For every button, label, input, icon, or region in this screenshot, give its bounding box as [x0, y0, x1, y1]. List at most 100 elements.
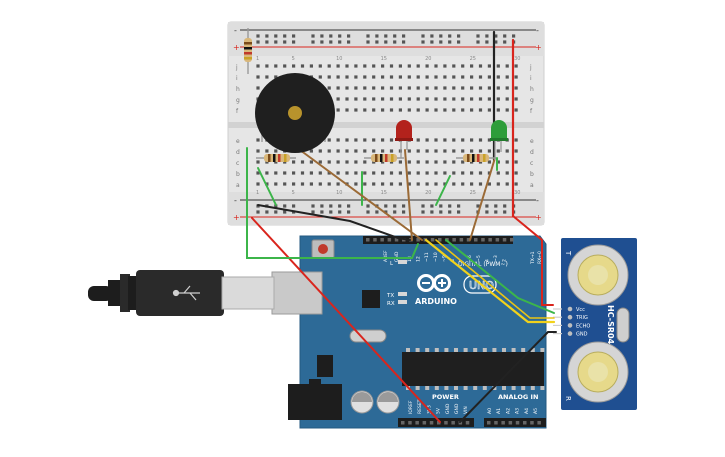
rail-hole: [503, 40, 507, 44]
digital-pin-label: 4: [484, 259, 490, 262]
column-number: 5: [292, 190, 295, 196]
rail-hole: [421, 204, 425, 208]
breadboard-hole: [496, 75, 500, 79]
chip-pin: [444, 386, 449, 390]
breadboard-hole: [345, 138, 349, 142]
reset-button-cap[interactable]: [318, 244, 328, 254]
breadboard-hole: [318, 75, 322, 79]
rail-hole: [485, 34, 489, 38]
rail-hole: [494, 210, 498, 214]
breadboard-hole: [496, 86, 500, 90]
digital-pin-label: 12: [416, 256, 422, 262]
header-pin: [387, 238, 392, 242]
rail-hole: [448, 210, 452, 214]
tx-led: [398, 292, 407, 296]
breadboard-hole: [443, 75, 447, 79]
breadboard-hole: [354, 182, 358, 186]
rail-hole: [338, 204, 342, 208]
breadboard-hole: [452, 86, 456, 90]
breadboard-hole: [318, 149, 322, 153]
rail-hole: [476, 204, 480, 208]
breadboard-hole: [381, 86, 385, 90]
breadboard-hole: [505, 182, 509, 186]
breadboard-hole: [514, 149, 518, 153]
rail-hole: [329, 204, 333, 208]
breadboard-hole: [452, 75, 456, 79]
breadboard-hole: [407, 108, 411, 112]
breadboard-hole: [318, 182, 322, 186]
breadboard-hole: [309, 64, 313, 68]
rail-hole: [494, 40, 498, 44]
sensor-pin: [567, 306, 573, 312]
breadboard-hole: [416, 75, 420, 79]
breadboard-hole: [407, 160, 411, 164]
digital-pin-label: ~9: [441, 255, 447, 262]
breadboard-hole: [398, 86, 402, 90]
rail-hole: [375, 34, 379, 38]
atmega-chip: [402, 352, 544, 386]
rail-hole: [384, 210, 388, 214]
breadboard-hole: [434, 108, 438, 112]
breadboard-hole: [496, 160, 500, 164]
resistor: [364, 154, 404, 162]
breadboard-hole: [256, 64, 260, 68]
rail-hole: [512, 34, 516, 38]
rail-hole: [457, 34, 461, 38]
l-label: L: [390, 261, 394, 267]
breadboard-hole: [389, 97, 394, 101]
breadboard-hole: [470, 64, 474, 68]
breadboard-hole: [256, 182, 260, 186]
breadboard-hole: [487, 160, 491, 164]
crystal: [349, 329, 387, 343]
header-pin: [481, 238, 485, 242]
header-pin: [422, 421, 427, 425]
power-jack: [288, 384, 342, 420]
rx-pin-label: RX←0: [537, 251, 543, 264]
rail-minus-bottom-left: -: [234, 196, 237, 205]
rail-hole: [393, 40, 397, 44]
breadboard-hole: [345, 86, 349, 90]
led-red: [395, 120, 413, 158]
breadboard-hole: [514, 86, 518, 90]
breadboard-hole: [434, 64, 438, 68]
breadboard-hole: [452, 160, 456, 164]
chip-pin: [463, 386, 468, 390]
breadboard-hole: [363, 86, 367, 90]
breadboard-hole: [461, 97, 465, 101]
breadboard-hole: [363, 64, 367, 68]
breadboard-hole: [398, 182, 402, 186]
breadboard-hole: [487, 108, 491, 112]
breadboard-hole: [505, 171, 509, 175]
breadboard-hole: [336, 108, 340, 112]
breadboard-hole: [372, 160, 376, 164]
rail-hole: [329, 210, 333, 214]
breadboard-hole: [434, 149, 438, 153]
rail-hole: [421, 34, 425, 38]
breadboard-hole: [354, 75, 358, 79]
wire-black: [459, 331, 557, 423]
breadboard-hole: [514, 97, 518, 101]
breadboard-hole: [478, 64, 483, 68]
breadboard-hole: [381, 108, 385, 112]
breadboard-hole: [470, 75, 474, 79]
breadboard-hole: [487, 64, 491, 68]
rail-hole: [311, 40, 315, 44]
breadboard-hole: [496, 108, 500, 112]
power-pin-label: RESET: [417, 399, 423, 414]
breadboard-hole: [265, 182, 269, 186]
breadboard-hole: [478, 108, 483, 112]
chip-pin: [530, 386, 535, 390]
breadboard-hole: [487, 182, 491, 186]
breadboard-hole: [372, 64, 376, 68]
arduino-logo-text: ARDUINO: [415, 297, 457, 306]
breadboard-hole: [363, 108, 367, 112]
breadboard-hole: [505, 149, 509, 153]
breadboard-hole: [470, 97, 474, 101]
digital-pin-label: ~5: [476, 255, 482, 262]
breadboard-hole: [443, 160, 447, 164]
row-letter: g: [530, 97, 534, 104]
row-letter: h: [236, 86, 240, 93]
header-pin: [366, 238, 370, 242]
breadboard-hole: [514, 182, 518, 186]
breadboard-hole: [372, 86, 376, 90]
